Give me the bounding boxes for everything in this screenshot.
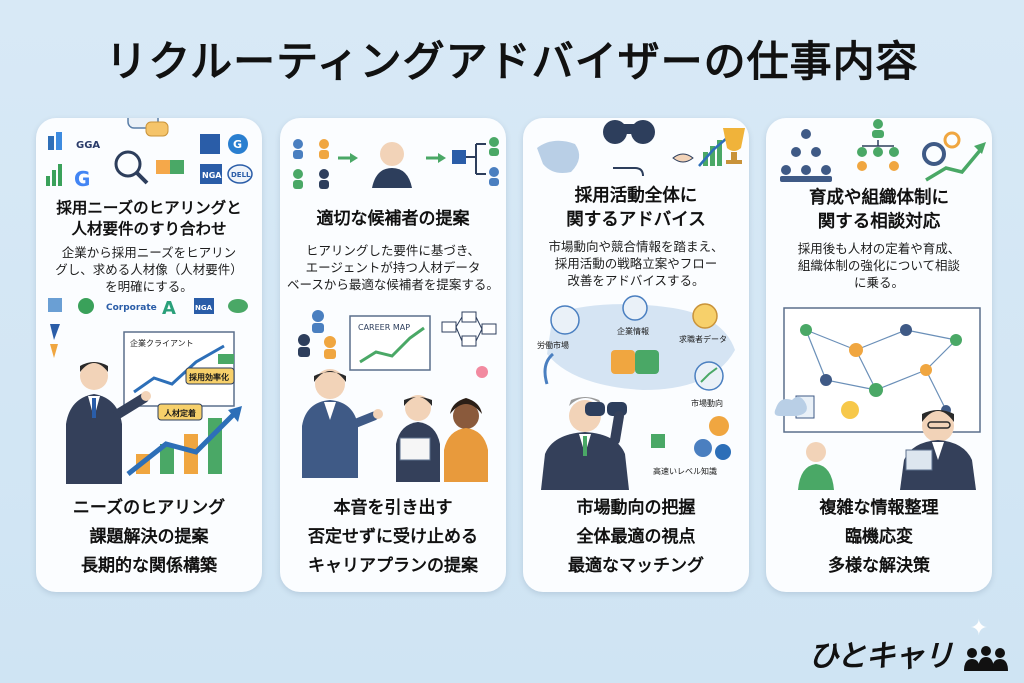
brand-logo: ひとキャリ: [808, 631, 1010, 675]
retention-label: 人材定着: [164, 408, 196, 418]
key-point: ニーズのヒアリング: [72, 498, 226, 518]
card-key-points: 複雑な情報整理 臨機応変 多様な解決策: [766, 494, 992, 581]
card-candidate-proposal: 適切な候補者の提案 ヒアリングした要件に基づき、 エージェントが持つ人材データ …: [280, 118, 506, 592]
svg-text:NGA: NGA: [195, 304, 213, 312]
key-point: 多様な解決策: [828, 556, 930, 576]
card-description: 採用後も人材の定着や育成、 組織体制の強化について相談 に乗る。: [797, 241, 961, 290]
market-analysis-illustration: 労働市場 企業情報 求職者データ 市場動向 高速いレベル知識: [537, 295, 735, 490]
candidate-data-label: 求職者データ: [679, 334, 727, 344]
key-point: キャリアプランの提案: [308, 556, 478, 576]
card-heading: 適切な候補者の提案: [316, 209, 470, 229]
gear-icon: [922, 131, 961, 166]
blue-logo-icon: [48, 132, 62, 150]
brand-logo-text: ひとキャリ: [808, 639, 953, 674]
key-point: 全体最適の視点: [576, 527, 696, 547]
key-point: 本音を引き出す: [333, 498, 453, 518]
card-key-points: 本音を引き出す 否定せずに受け止める キャリアプランの提案: [280, 494, 506, 581]
key-point: 課題解決の提案: [89, 527, 209, 547]
key-point: 臨機応変: [845, 527, 913, 547]
efficiency-label: 採用効率化: [189, 372, 229, 382]
card-description: 市場動向や競合情報を踏まえ、 採用活動の戦略立案やフロー 改善をアドバイスする。: [548, 239, 724, 288]
sun-icon: [841, 401, 859, 419]
labor-market-label: 労働市場: [537, 340, 569, 350]
market-overview-illustration: [537, 120, 745, 177]
client-label: 企業クライアント: [130, 338, 194, 348]
logo-gga: GGA: [76, 140, 100, 151]
card-organization-consulting: 育成や組織体制に 関する相談対応 採用後も人材の定着や育成、 組織体制の強化につ…: [766, 118, 992, 592]
svg-text:Corporate: Corporate: [106, 303, 157, 313]
svg-text:G: G: [74, 167, 90, 191]
people-icon: [964, 645, 1008, 671]
card-heading: 採用活動全体に 関するアドバイス: [566, 186, 706, 230]
logo-dell: DELL: [231, 171, 251, 179]
svg-text:G: G: [233, 138, 242, 151]
logos-illustration: GGA G G NGA DELL: [46, 118, 253, 191]
matching-flow-illustration: [293, 137, 499, 189]
org-structure-illustration: [780, 119, 986, 182]
card-key-points: ニーズのヒアリング 課題解決の提案 長期的な関係構築: [36, 494, 262, 581]
card-heading: 育成や組織体制に 関する相談対応: [809, 188, 949, 232]
svg-text:A: A: [162, 298, 176, 319]
company-info-label: 企業情報: [617, 326, 649, 336]
card-key-points: 市場動向の把握 全体最適の視点 最適なマッチング: [523, 494, 749, 581]
key-point: 否定せずに受け止める: [308, 527, 478, 547]
card-needs-hearing: GGA G G NGA DELL 採用ニーズのヒアリングと 人材要件のすり合わせ…: [36, 118, 262, 592]
information-network-illustration: [774, 307, 981, 490]
key-point: 長期的な関係構築: [81, 556, 217, 576]
trophy-icon: [723, 128, 745, 164]
logo-nga: NGA: [202, 171, 222, 180]
career-consultation-illustration: CAREER MAP: [298, 310, 497, 482]
advisor-presenting-illustration: Corporate A NGA 企業クライアント 採用効率化 人材定着: [48, 298, 248, 484]
high-level-knowledge-label: 高速いレベル知識: [653, 466, 717, 476]
page-title: リクルーティングアドバイザーの仕事内容: [105, 37, 919, 86]
key-point: 最適なマッチング: [568, 556, 704, 576]
card-heading: 採用ニーズのヒアリングと 人材要件のすり合わせ: [56, 199, 242, 238]
card-recruiting-advice: 採用活動全体に 関するアドバイス 市場動向や競合情報を踏まえ、 採用活動の戦略立…: [523, 118, 749, 592]
card-description: ヒアリングした要件に基づき、 エージェントが持つ人材データ ベースから最適な候補…: [287, 243, 499, 292]
card-description: 企業から採用ニーズをヒアリン グし、求める人材像（人材要件） を明確にする。: [55, 245, 243, 294]
market-trend-label: 市場動向: [691, 398, 723, 408]
career-map-label: CAREER MAP: [358, 323, 410, 332]
sparkle-icon: ✦: [969, 616, 988, 641]
key-point: 複雑な情報整理: [819, 498, 939, 518]
key-point: 市場動向の把握: [576, 498, 696, 518]
binoculars-icon: [603, 120, 655, 144]
